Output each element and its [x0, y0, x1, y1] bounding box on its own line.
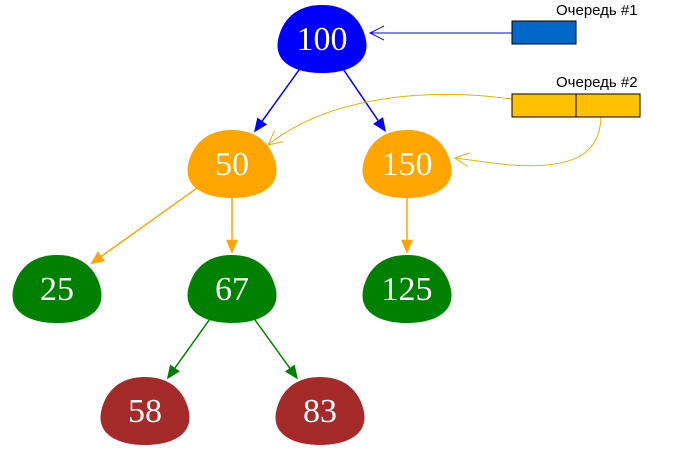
- queue-2: Очередь #2: [511, 74, 641, 118]
- edge-n67-n83: [251, 314, 298, 380]
- edge-n50-n25: [90, 183, 203, 265]
- node-shape: [12, 255, 102, 323]
- node-shape: [100, 377, 190, 445]
- node-150: 150: [362, 130, 452, 198]
- node-shape: [187, 130, 277, 198]
- queue-cell: [511, 20, 577, 45]
- node-label: 150: [382, 146, 433, 183]
- queue-arrows: [267, 25, 602, 168]
- node-shape: [277, 5, 367, 73]
- node-67: 67: [187, 255, 277, 323]
- tree-edges: [90, 64, 413, 380]
- queues: Очередь #1 Очередь #2: [511, 2, 641, 118]
- queue-cell: [511, 93, 577, 118]
- node-label: 125: [382, 271, 433, 308]
- queue-cell: [575, 93, 641, 118]
- node-50: 50: [187, 130, 277, 198]
- edge-n100-n150: [340, 65, 386, 133]
- queue-label: Очередь #2: [556, 74, 638, 91]
- node-label: 50: [215, 146, 249, 183]
- node-label: 25: [40, 271, 74, 308]
- node-shape: [275, 377, 365, 445]
- edge-n67-n58: [166, 315, 214, 380]
- edge-n100-n50: [254, 64, 303, 133]
- node-shape: [187, 255, 277, 323]
- node-125: 125: [362, 255, 452, 323]
- queue-label: Очередь #1: [556, 2, 638, 19]
- queue1-pointer-100: [368, 25, 512, 41]
- node-label: 100: [297, 21, 348, 58]
- node-100: 100: [277, 5, 367, 73]
- node-shape: [362, 255, 452, 323]
- node-label: 58: [128, 393, 162, 430]
- queue2-pointer-50: [267, 94, 513, 146]
- node-label: 67: [215, 271, 249, 308]
- node-label: 83: [303, 393, 337, 430]
- node-58: 58: [100, 377, 190, 445]
- queue2-pointer-150: [453, 116, 602, 168]
- queue-1: Очередь #1: [511, 2, 638, 45]
- node-25: 25: [12, 255, 102, 323]
- node-shape: [362, 130, 452, 198]
- edge-n50-n67: [226, 193, 238, 254]
- edge-n150-n125: [401, 193, 413, 254]
- tree-nodes: 100 50 150 25 67 125 58 83: [12, 5, 452, 445]
- node-83: 83: [275, 377, 365, 445]
